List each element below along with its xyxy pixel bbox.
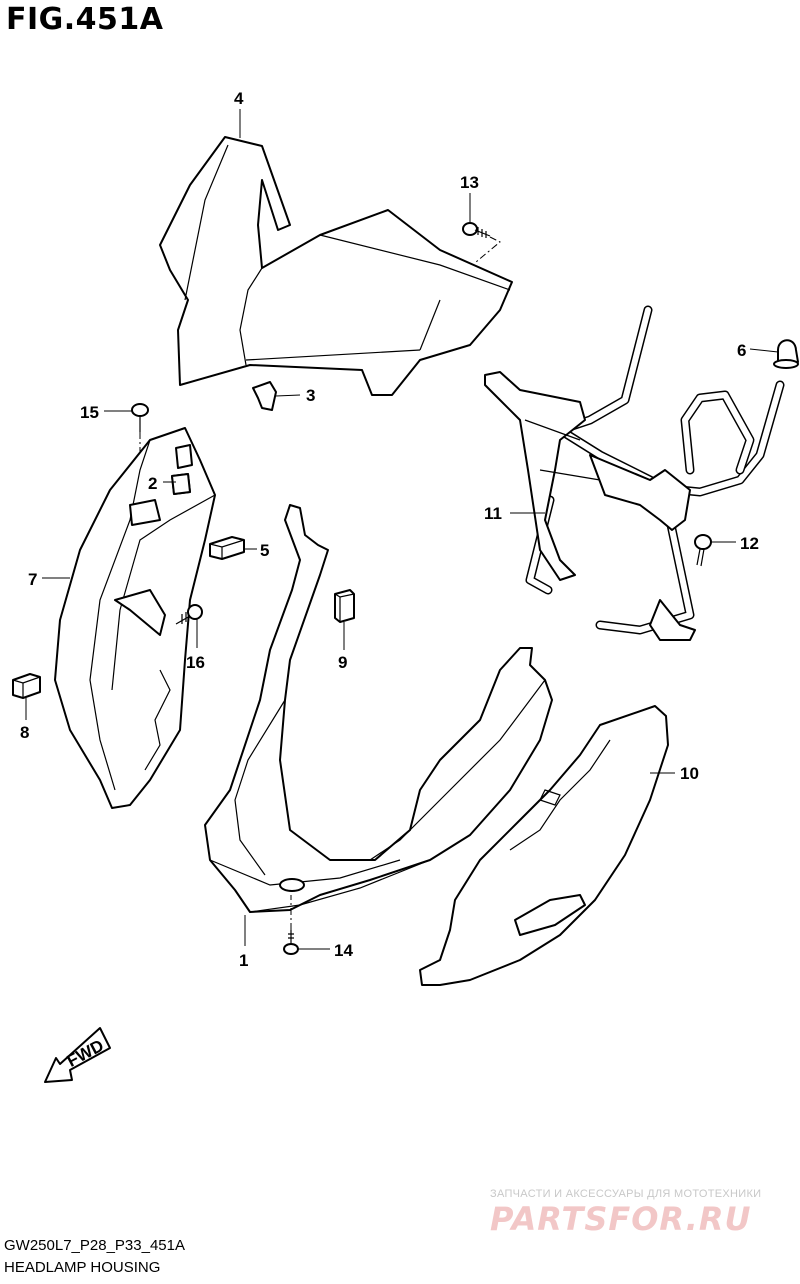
callout-6: 6 xyxy=(737,341,746,360)
callout-11: 11 xyxy=(484,504,502,523)
diagram-code: GW250L7_P28_P33_451A xyxy=(4,1237,185,1254)
part-15-bolt[interactable] xyxy=(131,403,149,432)
callout-4: 4 xyxy=(234,89,244,108)
part-1-lower-cowl[interactable] xyxy=(204,504,553,913)
part-10-side-cover-right[interactable] xyxy=(419,705,669,986)
part-9-cushion-pad[interactable] xyxy=(334,589,355,623)
leader-6 xyxy=(749,348,779,353)
part-16-screw[interactable] xyxy=(175,604,203,625)
callout-13: 13 xyxy=(460,173,479,192)
part-12-bolt[interactable] xyxy=(694,534,712,567)
callout-16: 16 xyxy=(186,653,205,672)
fwd-arrow: FWD xyxy=(44,1027,111,1083)
callout-8: 8 xyxy=(20,723,29,742)
callout-9: 9 xyxy=(338,653,347,672)
callout-14: 14 xyxy=(334,941,353,960)
callout-2: 2 xyxy=(148,474,157,493)
part-6-cushion[interactable] xyxy=(773,339,799,369)
part-14-screw[interactable] xyxy=(283,930,299,955)
callout-10: 10 xyxy=(680,764,699,783)
part-4-upper-cowl[interactable] xyxy=(159,136,513,396)
callout-1: 1 xyxy=(239,951,248,970)
leader-3 xyxy=(275,394,301,397)
callout-5: 5 xyxy=(260,541,269,560)
callout-15: 15 xyxy=(80,403,99,422)
callout-3: 3 xyxy=(306,386,315,405)
watermark-tagline: ЗАПЧАСТИ И АКСЕССУАРЫ ДЛЯ МОТОТЕХНИКИ xyxy=(490,1188,762,1200)
part-13-screw[interactable] xyxy=(462,222,491,238)
figure-title: FIG.451A xyxy=(6,2,164,37)
diagram-caption: HEADLAMP HOUSING xyxy=(4,1259,161,1276)
callout-7: 7 xyxy=(28,570,37,589)
part-2-nut[interactable] xyxy=(171,473,191,495)
watermark-logo: PARTSFOR.RU xyxy=(490,1200,752,1238)
part-5-cushion-pad[interactable] xyxy=(209,536,245,560)
part-11-bracket-frame[interactable] xyxy=(484,305,785,641)
part-3-clip[interactable] xyxy=(252,381,277,411)
part-8-cushion-pad[interactable] xyxy=(12,673,41,699)
callout-12: 12 xyxy=(740,534,759,553)
leader-13-dashed xyxy=(475,236,501,263)
